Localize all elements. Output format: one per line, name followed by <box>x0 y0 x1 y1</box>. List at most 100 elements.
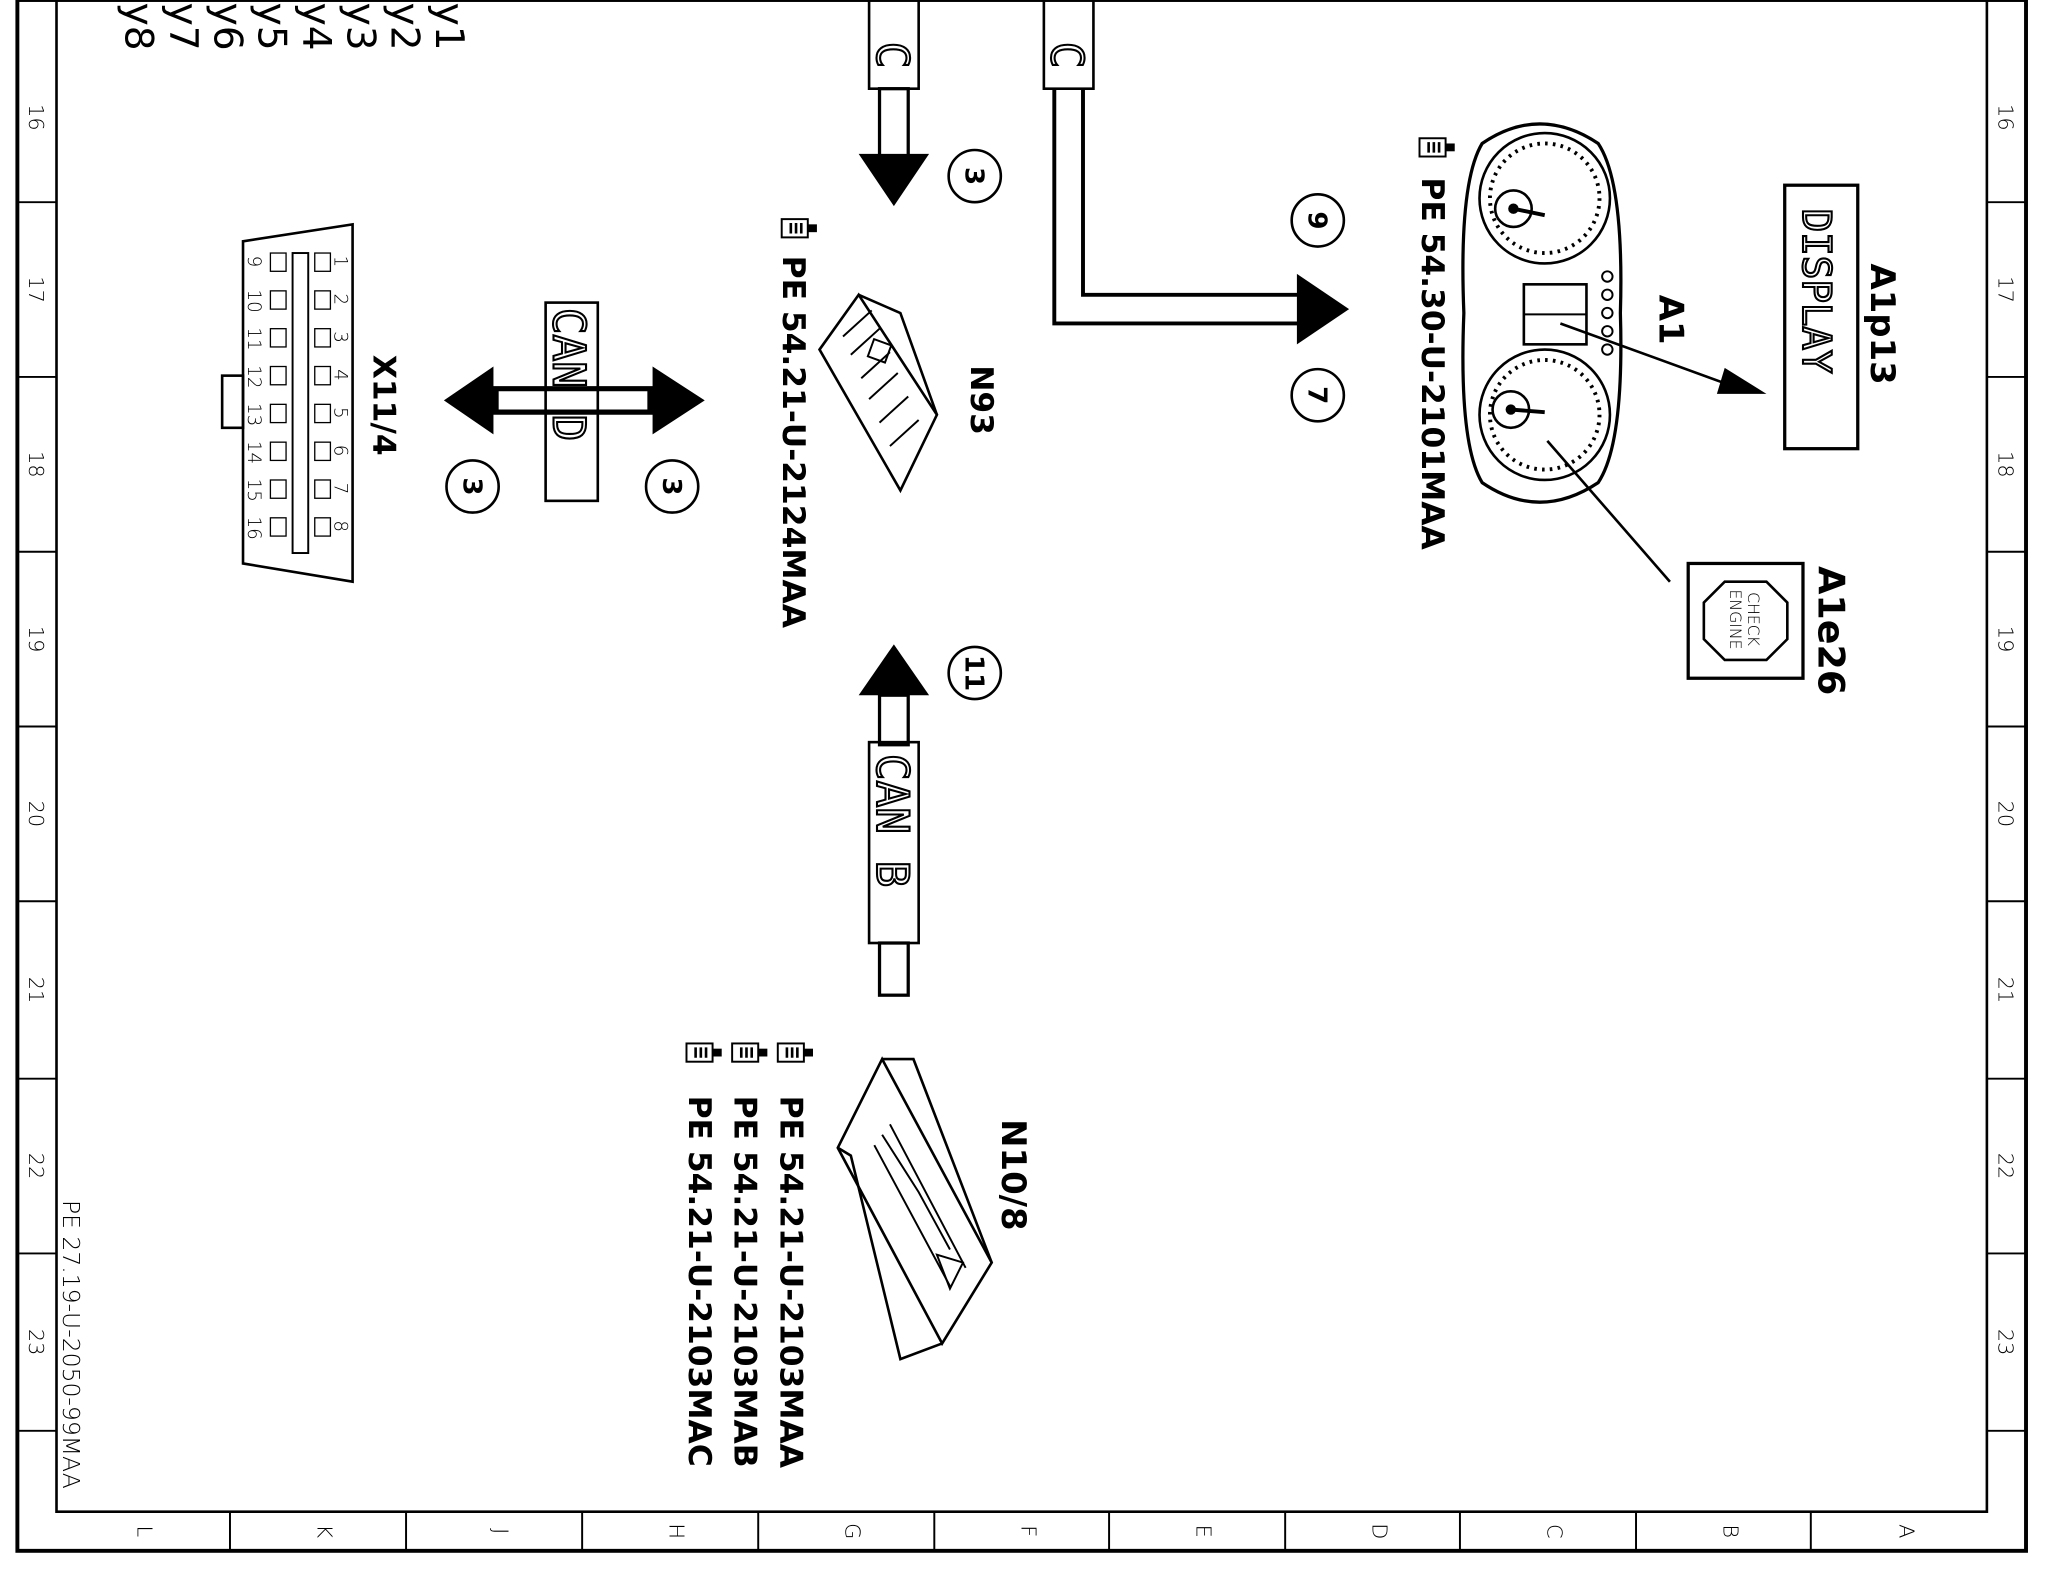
a1p13-label: A1p13 <box>1863 263 1902 384</box>
row-label: 19 <box>1994 626 2018 653</box>
x11-4-label: X11/4 <box>365 355 401 456</box>
row-label: 23 <box>24 1329 48 1356</box>
marker-3-right: 3 <box>644 459 700 514</box>
column-label: L <box>132 1525 156 1537</box>
pin-row-top <box>314 252 332 537</box>
pin-number: 6 <box>329 445 350 457</box>
column-label: A <box>1894 1524 1918 1538</box>
pin-number: 4 <box>329 369 350 381</box>
n93-reference: PE 54.21-U-2124MAA <box>775 256 811 629</box>
row-label: 17 <box>1994 276 2018 303</box>
marker-9: 9 <box>1290 193 1346 248</box>
row-label: 19 <box>24 626 48 653</box>
marker-number: 9 <box>1302 211 1332 229</box>
marker-7: 7 <box>1290 367 1346 423</box>
can-d-label: CAN D <box>542 308 593 441</box>
row-label: 21 <box>1994 977 2018 1004</box>
row-label: 20 <box>24 801 48 828</box>
can-b-bus: CAN B <box>858 644 930 997</box>
pin-number: 14 <box>243 441 264 464</box>
legend-y-item: y2 <box>382 3 427 51</box>
check-engine-text: ENGINE <box>1726 590 1745 650</box>
legend-y-item: y6 <box>204 3 249 51</box>
row-labels-right: 16 17 18 19 20 21 22 23 <box>1994 104 2018 1355</box>
pin-number: 8 <box>329 520 350 532</box>
pin-number: 1 <box>329 256 350 268</box>
n10-8-reference: PE 54.21-U-2103MAA <box>772 1096 808 1469</box>
hand-pointer-icon <box>780 217 819 239</box>
column-label: K <box>312 1524 336 1538</box>
pin-number: 16 <box>243 517 264 540</box>
can-c-left-label: C <box>866 42 917 69</box>
pin-number: 10 <box>243 290 264 313</box>
hand-pointer-icon <box>685 1042 724 1064</box>
legend-y-item: y3 <box>337 3 382 51</box>
row-label: 20 <box>1994 801 2018 828</box>
row-label: 23 <box>1994 1329 2018 1356</box>
column-label: E <box>1191 1525 1215 1538</box>
legend-y-item: y8 <box>116 3 161 51</box>
row-label: 18 <box>24 451 48 478</box>
legend-y-item: y1 <box>426 3 471 51</box>
n10-8-label: N10/8 <box>994 1119 1033 1231</box>
a1-label: A1 <box>1652 295 1691 345</box>
a1e26-label: A1e26 <box>1810 566 1853 695</box>
drawing-frame <box>15 0 2028 1553</box>
instrument-cluster-a1 <box>1461 122 1623 504</box>
row-label: 18 <box>1994 451 2018 478</box>
row-label: 16 <box>1994 104 2018 131</box>
marker-number: 3 <box>959 167 989 185</box>
pin-number: 12 <box>243 365 264 388</box>
column-label: D <box>1368 1523 1392 1539</box>
document-number: PE 27.19-U-2050-99MAA <box>57 1200 85 1489</box>
pin-number: 2 <box>329 293 350 305</box>
pin-numbers-bottom: 9 10 11 12 13 14 15 16 <box>243 256 264 540</box>
row-labels-left: 16 17 18 19 20 21 22 23 <box>24 104 48 1355</box>
row-label: 22 <box>1994 1153 2018 1180</box>
can-c-right-bus: C <box>1040 0 1350 345</box>
a1-reference: PE 54.30-U-2101MAA <box>1414 177 1450 550</box>
display-a1p13: DISPLAY <box>1783 183 1860 451</box>
lamp-a1e26: CHECK ENGINE <box>1686 561 1805 680</box>
pin-number: 9 <box>243 256 264 268</box>
pin-number: 15 <box>243 479 264 502</box>
column-label: B <box>1718 1524 1742 1538</box>
marker-3-left: 3 <box>445 459 500 514</box>
n10-8-reference: PE 54.21-U-2103MAB <box>727 1096 763 1468</box>
marker-number: 7 <box>1302 386 1332 404</box>
n93-label: N93 <box>963 365 999 435</box>
a1p13-display-text: DISPLAY <box>1793 209 1838 374</box>
y-legend: y1 y2 y3 y4 y5 y6 y7 y8 <box>116 3 471 51</box>
row-label: 17 <box>24 276 48 303</box>
marker-number: 3 <box>456 477 486 495</box>
module-n10-8 <box>836 1056 994 1361</box>
can-b-label: CAN B <box>866 754 917 887</box>
hand-pointer-icon <box>776 1042 815 1064</box>
column-label: F <box>1017 1525 1041 1537</box>
pin-number: 3 <box>329 331 350 343</box>
column-labels: L K J H G F E D C B A <box>132 1523 1918 1539</box>
pin-number: 13 <box>243 403 264 426</box>
can-c-left-bus: C <box>858 0 930 207</box>
hand-pointer-icon <box>1418 136 1457 158</box>
column-label: J <box>488 1528 512 1534</box>
column-label: G <box>841 1523 865 1539</box>
can-c-right-label: C <box>1041 42 1092 69</box>
pin-number: 7 <box>329 483 350 495</box>
legend-y-item: y4 <box>293 3 338 51</box>
pin-row-bottom <box>269 252 287 537</box>
row-label: 16 <box>24 104 48 131</box>
marker-number: 11 <box>959 655 989 691</box>
module-n93 <box>817 292 939 494</box>
connector-x11-4: 1 2 3 4 5 6 7 8 9 10 11 12 13 14 15 16 <box>220 222 354 584</box>
can-d-bus: CAN D <box>443 301 705 503</box>
column-label: C <box>1542 1524 1566 1539</box>
legend-y-item: y7 <box>160 3 205 51</box>
n10-8-reference: PE 54.21-U-2103MAC <box>681 1096 717 1467</box>
check-engine-text: CHECK <box>1744 592 1763 646</box>
column-label: H <box>665 1523 689 1539</box>
marker-3-top: 3 <box>947 148 1003 204</box>
pin-numbers-top: 1 2 3 4 5 6 7 8 <box>329 256 350 532</box>
marker-11: 11 <box>947 645 1003 701</box>
